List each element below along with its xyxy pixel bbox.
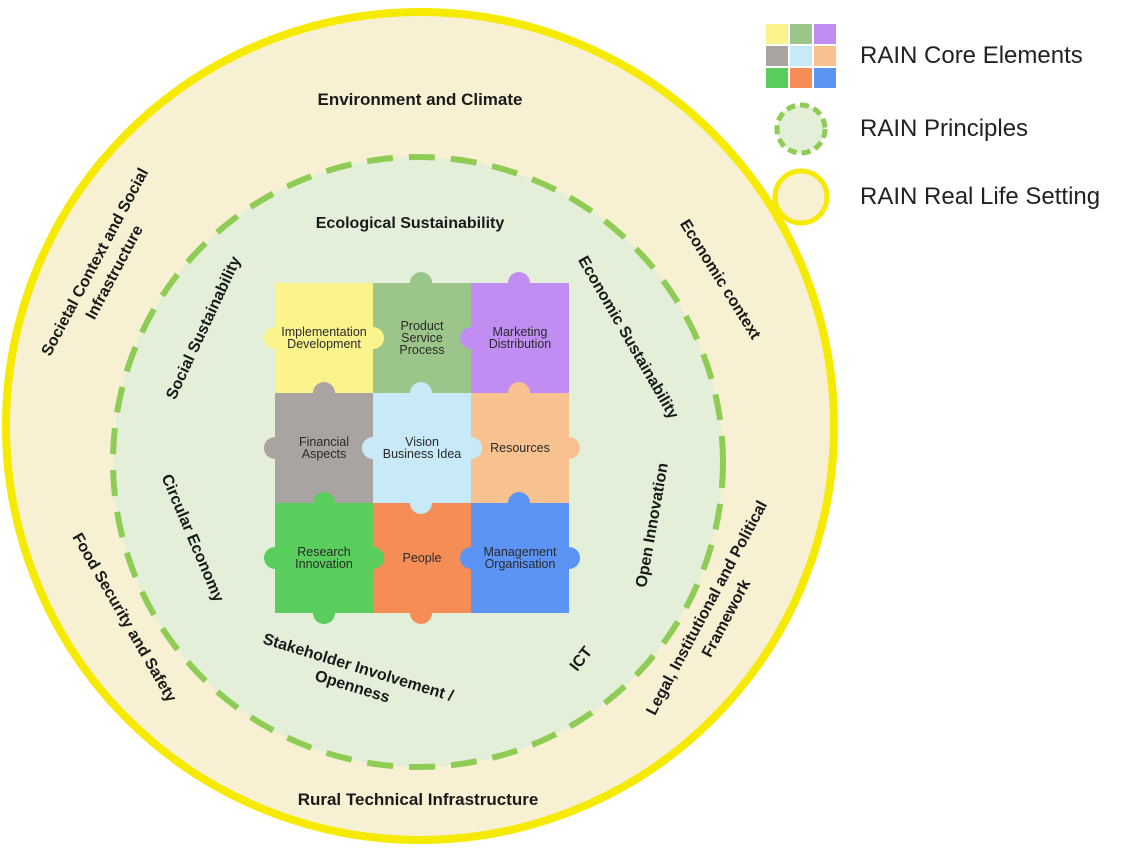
yellow-circle-icon [772,168,830,226]
core-element-piece [471,503,569,613]
puzzle-knob [558,437,580,459]
legend-item-real-life-setting: RAIN Real Life Setting [762,166,1100,228]
core-element-piece [275,393,373,503]
puzzle-knob [313,602,335,624]
core-element-label: People [403,551,442,565]
core-element-piece [373,283,471,393]
puzzle-knob [410,602,432,624]
puzzle-knob [460,327,482,349]
puzzle-knob [508,492,530,514]
puzzle-knob [460,547,482,569]
principle-label-top: Ecological Sustainability [316,215,505,232]
puzzle-knob [558,547,580,569]
core-element-label: Resources [490,441,550,455]
puzzle-knob [508,272,530,294]
legend-label-real-life-setting: RAIN Real Life Setting [860,183,1101,210]
puzzle-knob [313,492,335,514]
puzzle-knob [410,382,432,404]
puzzle-knob [410,492,432,514]
legend-item-core-elements: RAIN Core Elements [762,20,1083,92]
core-element-piece [471,283,569,393]
puzzle-knob [362,327,384,349]
outer-label-top: Environment and Climate [318,90,523,109]
legend-label-principles: RAIN Principles [860,115,1029,142]
puzzle-knob [264,437,286,459]
core-element-piece [373,503,471,613]
core-element-piece [275,283,373,393]
outer-label-bottom: Rural Technical Infrastructure [298,790,539,809]
core-element-piece [373,393,471,503]
puzzle-knob [264,547,286,569]
core-element-piece [275,503,373,613]
core-element-piece [471,393,569,503]
puzzle-knob [460,437,482,459]
dashed-circle-icon [774,102,828,156]
legend-item-principles: RAIN Principles [762,100,1028,158]
puzzle-knob [264,327,286,349]
puzzle-knob [362,547,384,569]
puzzle-icon [766,24,836,88]
puzzle-knob [410,272,432,294]
legend-label-core-elements: RAIN Core Elements [860,42,1083,69]
puzzle-knob [313,382,335,404]
puzzle-knob [362,437,384,459]
puzzle-knob [508,382,530,404]
